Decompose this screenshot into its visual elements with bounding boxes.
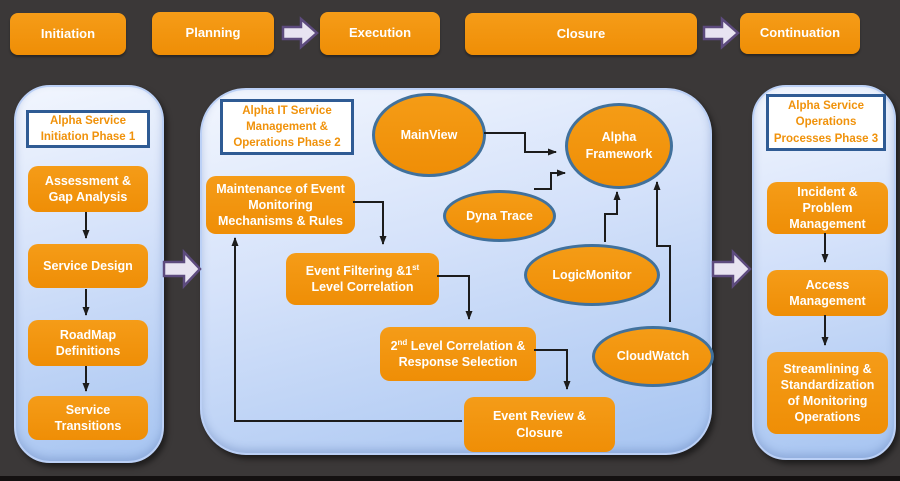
node-incident-problem-management: Incident & Problem Management (767, 182, 888, 234)
stage-closure: Closure (465, 13, 697, 55)
node-streamlining-standardization: Streamlining & Standardization of Monito… (767, 352, 888, 434)
stage-planning: Planning (152, 12, 274, 55)
tool-dyna-trace-ellipse: Dyna Trace (443, 190, 556, 242)
stage-label: Planning (185, 25, 241, 41)
panel-phase2: Alpha IT Service Management & Operations… (200, 88, 714, 455)
stage-label: Continuation (759, 25, 841, 41)
node-maintenance-event-monitoring: Maintenance of Event Monitoring Mechanis… (206, 176, 355, 234)
flow-arrow-phase2-to-phase3 (711, 248, 752, 290)
ordinal-suffix: nd (397, 337, 408, 347)
panel-phase2-title: Alpha IT Service Management & Operations… (220, 99, 354, 155)
node-event-review-closure: Event Review & Closure (464, 397, 615, 452)
node-label: Incident & Problem Management (789, 184, 866, 232)
node-label: Assessment & Gap Analysis (44, 173, 132, 204)
node-label-part: Level Correlation (311, 280, 414, 294)
tool-label: CloudWatch (616, 349, 690, 364)
node-label: Maintenance of Event Monitoring Mechanis… (216, 181, 345, 229)
node-label: Service Transitions (54, 402, 122, 433)
node-label: Streamlining & Standardization of Monito… (780, 361, 875, 425)
node-roadmap-definitions: RoadMap Definitions (28, 320, 148, 366)
ordinal-suffix: st (412, 262, 420, 272)
panel-phase3-title: Alpha Service Operations Processes Phase… (766, 94, 886, 151)
node-assessment-gap-analysis: Assessment & Gap Analysis (28, 166, 148, 212)
panel-phase3: Alpha Service Operations Processes Phase… (752, 85, 896, 460)
stage-continuation: Continuation (740, 13, 860, 54)
node-label: Access Management (789, 277, 866, 308)
node-label-part: 2 (390, 338, 398, 353)
node-label: RoadMap Definitions (55, 327, 121, 358)
bottom-edge-strip (0, 476, 900, 481)
panel-phase1-title: Alpha Service Initiation Phase 1 (26, 110, 150, 148)
node-second-level-correlation: 2nd Level Correlation & Response Selecti… (380, 327, 536, 381)
tool-cloudwatch-ellipse: CloudWatch (592, 326, 714, 387)
node-label-part: Event Filtering &1 (305, 263, 413, 278)
panel-title-text: Alpha Service Operations Processes Phase… (773, 100, 879, 145)
tool-label: Dyna Trace (466, 208, 533, 223)
stage-label: Closure (556, 25, 606, 41)
panel-title-text: Alpha IT Service Management & Operations… (233, 104, 341, 150)
node-label-part: Level Correlation & Response Selection (398, 338, 526, 369)
hub-alpha-framework-ellipse: Alpha Framework (565, 103, 673, 189)
node-label: Service Design (43, 258, 133, 273)
node-access-management: Access Management (767, 270, 888, 316)
stage-label: Initiation (40, 25, 96, 41)
node-label: Event Filtering &1st Level Correlation (292, 263, 433, 296)
stage-initiation: Initiation (10, 13, 126, 55)
stage-label: Execution (348, 25, 412, 41)
node-service-transitions: Service Transitions (28, 396, 148, 440)
flow-arrow-closure-to-continuation (702, 16, 740, 50)
node-event-filtering-first-level: Event Filtering &1st Level Correlation (286, 253, 439, 305)
flow-arrow-planning-to-execution (281, 16, 319, 50)
hub-label: Alpha Framework (585, 130, 653, 161)
tool-logicmonitor-ellipse: LogicMonitor (524, 244, 660, 306)
panel-title-text: Alpha Service Initiation Phase 1 (40, 114, 136, 143)
node-label: 2nd Level Correlation & Response Selecti… (386, 338, 530, 371)
panel-phase1: Alpha Service Initiation Phase 1 Assessm… (14, 85, 164, 463)
tool-label: LogicMonitor (552, 267, 632, 282)
flow-arrow-phase1-to-phase2 (162, 248, 202, 290)
stage-execution: Execution (320, 12, 440, 55)
tool-mainview-ellipse: MainView (372, 93, 486, 177)
tool-label: MainView (400, 127, 458, 142)
node-service-design: Service Design (28, 244, 148, 288)
node-label: Event Review & Closure (492, 409, 587, 440)
